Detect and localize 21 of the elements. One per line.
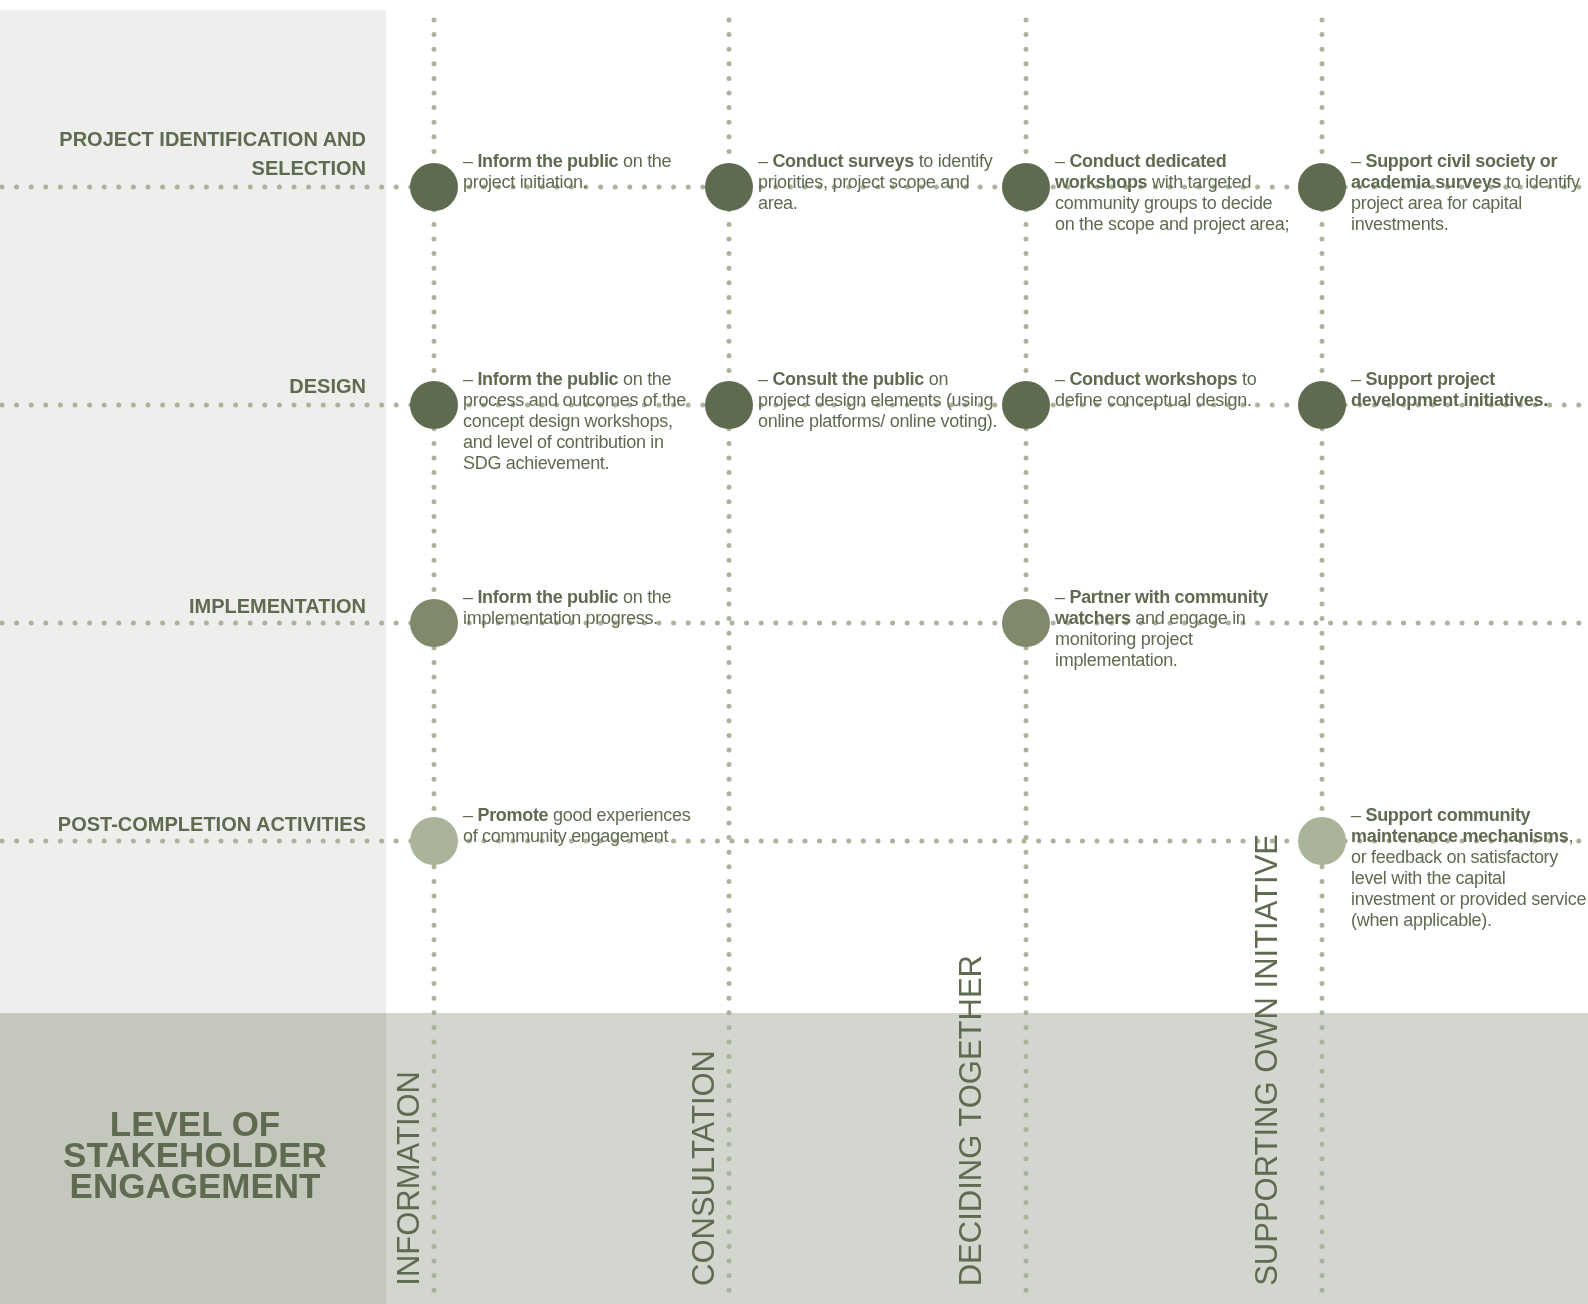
level-label: DECIDING TOGETHER <box>956 954 989 1286</box>
activity-text: – Conduct surveys to identify priorities, project scope and area. <box>758 151 994 214</box>
activity-text: – Inform the public on the process and outcomes of the concept design workshops, and level of contribution in SDG achievement. <box>463 369 688 474</box>
level-label: SUPPORTING OWN INITIATIVE <box>1252 834 1285 1286</box>
stage-label: PROJECT IDENTIFICATION AND SELECTION <box>58 127 366 181</box>
activity-text: – Conduct workshops to define conceptual design. <box>1055 369 1258 411</box>
activity-text: – Inform the public on the project initiation. <box>463 151 673 193</box>
level-label: INFORMATION <box>394 1071 427 1286</box>
activity-text: – Support civil society or academia surveys to identify project area for capital investments. <box>1351 151 1581 235</box>
activity-text: – Conduct dedicated workshops with targeted community groups to decide on the scope and project area; <box>1055 151 1291 235</box>
level-label: CONSULTATION <box>689 1050 722 1286</box>
activity-text: – Consult the public on project design elements (using online platforms/ online voting). <box>758 369 998 432</box>
activity-text: – Support project development initiatives. <box>1351 369 1549 411</box>
activity-text: – Support community maintenance mechanisms, or feedback on satisfactory level with the capital investment or provided service (when applicable). <box>1351 805 1588 931</box>
activity-text: – Inform the public on the implementation progress. <box>463 587 673 629</box>
stage-label: DESIGN <box>288 374 366 399</box>
activity-text: – Promote good experiences of community engagement <box>463 805 692 847</box>
stage-label: POST-COMPLETION ACTIVITIES <box>56 812 366 837</box>
activity-text: – Partner with community watchers and engage in monitoring project implementation. <box>1055 587 1269 671</box>
stage-label: IMPLEMENTATION <box>187 594 366 619</box>
axis-title: LEVEL OF STAKEHOLDER ENGAGEMENT <box>62 1108 328 1201</box>
